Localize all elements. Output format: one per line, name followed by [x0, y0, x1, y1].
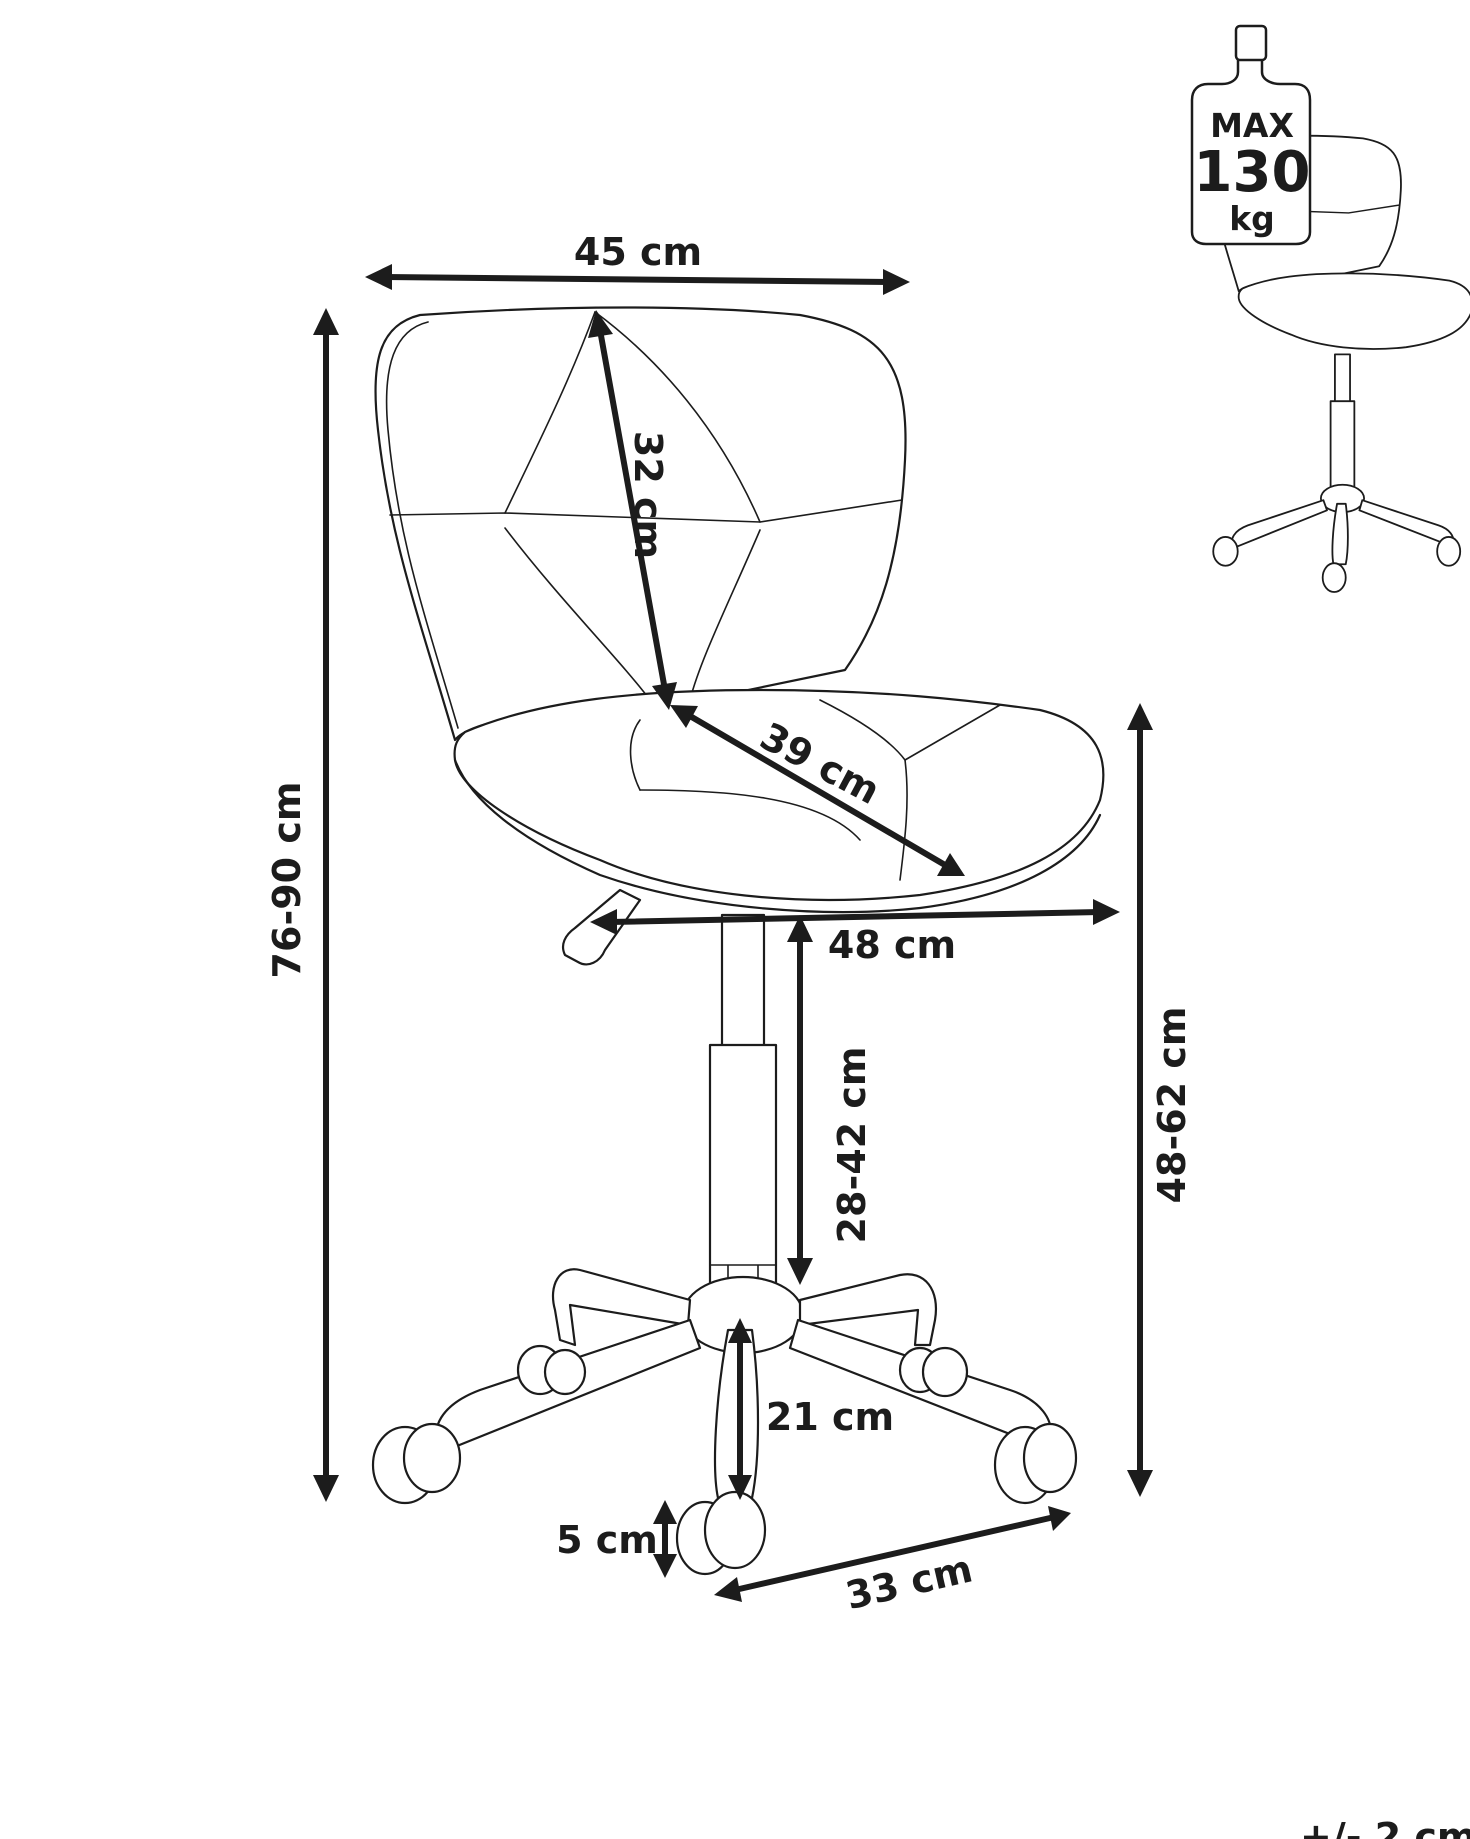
arrowhead [1048, 1506, 1071, 1531]
max-load-unit: kg [1229, 199, 1275, 238]
arrowhead [1127, 703, 1153, 730]
arrowhead [1093, 899, 1120, 925]
dim-line-seat-width [607, 909, 1103, 925]
gas-lift-upper [720, 913, 766, 1052]
dim-line-overall-width [382, 274, 893, 285]
backrest-seam-2 [504, 311, 596, 514]
weight-icon: MAX 130 kg [1190, 24, 1312, 246]
arrowhead [883, 269, 910, 295]
caster-right [993, 1422, 1078, 1505]
arrowhead [937, 853, 965, 876]
arrowhead [787, 915, 813, 942]
arrowhead [653, 1554, 677, 1578]
arrowhead [728, 1475, 752, 1500]
seat-seam-4 [639, 789, 861, 841]
dimension-labels: 45 cm 76-90 cm 32 cm 39 cm 48 cm 28-42 c… [265, 230, 1194, 1618]
weight-icon-handle [1234, 24, 1268, 62]
dim-line-base-radius [732, 1515, 1053, 1593]
gas-lift-lower [708, 1043, 778, 1297]
arrowhead [652, 682, 677, 710]
caster-back-left [516, 1344, 587, 1396]
leg-front [713, 1328, 760, 1500]
arrowhead [313, 308, 339, 335]
max-load-label: MAX [1210, 106, 1294, 145]
backrest-outline [374, 306, 907, 742]
arrowhead [590, 909, 617, 935]
label-caster-height: 5 cm [556, 1518, 658, 1562]
caster-back-right [898, 1346, 969, 1398]
arrowhead [728, 1318, 752, 1343]
caster-left [371, 1422, 462, 1505]
seat-cushion [453, 688, 1105, 902]
thumbnail-chair [1209, 134, 1470, 593]
max-load-value: 130 [1194, 140, 1311, 205]
arrowhead [365, 264, 392, 290]
seat-seam-3 [904, 704, 1001, 761]
label-base-to-seat: 28-42 cm [830, 1047, 874, 1244]
backrest-inner-edge [385, 321, 459, 729]
label-seat-height: 48-62 cm [1150, 1007, 1194, 1204]
arrowhead [588, 310, 613, 338]
label-overall-width: 45 cm [574, 230, 702, 274]
backrest-seam-4 [504, 527, 651, 701]
seat-underside [453, 758, 1102, 914]
arrowhead [670, 705, 698, 728]
backrest-seam-3 [594, 311, 761, 523]
label-seat-width: 48 cm [828, 923, 956, 967]
arrowhead [1127, 1470, 1153, 1497]
arrowhead [714, 1577, 742, 1602]
leg-left-back [551, 1268, 692, 1347]
label-backrest-height: 32 cm [626, 431, 670, 559]
label-leg-length: 21 cm [766, 1395, 894, 1439]
arrowhead [653, 1500, 677, 1524]
leg-right-back [798, 1273, 938, 1347]
label-base-radius: 33 cm [842, 1546, 977, 1618]
backrest-seam-5 [689, 529, 761, 701]
caster-front [675, 1490, 767, 1576]
arrowhead [313, 1475, 339, 1502]
label-overall-height: 76-90 cm [265, 782, 309, 979]
arrowhead [787, 1258, 813, 1285]
dim-line-seat-depth [687, 713, 948, 868]
dimension-lines [313, 264, 1153, 1602]
seat-seam-1 [629, 719, 641, 791]
tolerance-note: +/- 2 cm [1300, 1815, 1470, 1839]
weight-icon-body [1190, 56, 1312, 246]
dim-line-backrest-height [597, 327, 668, 693]
